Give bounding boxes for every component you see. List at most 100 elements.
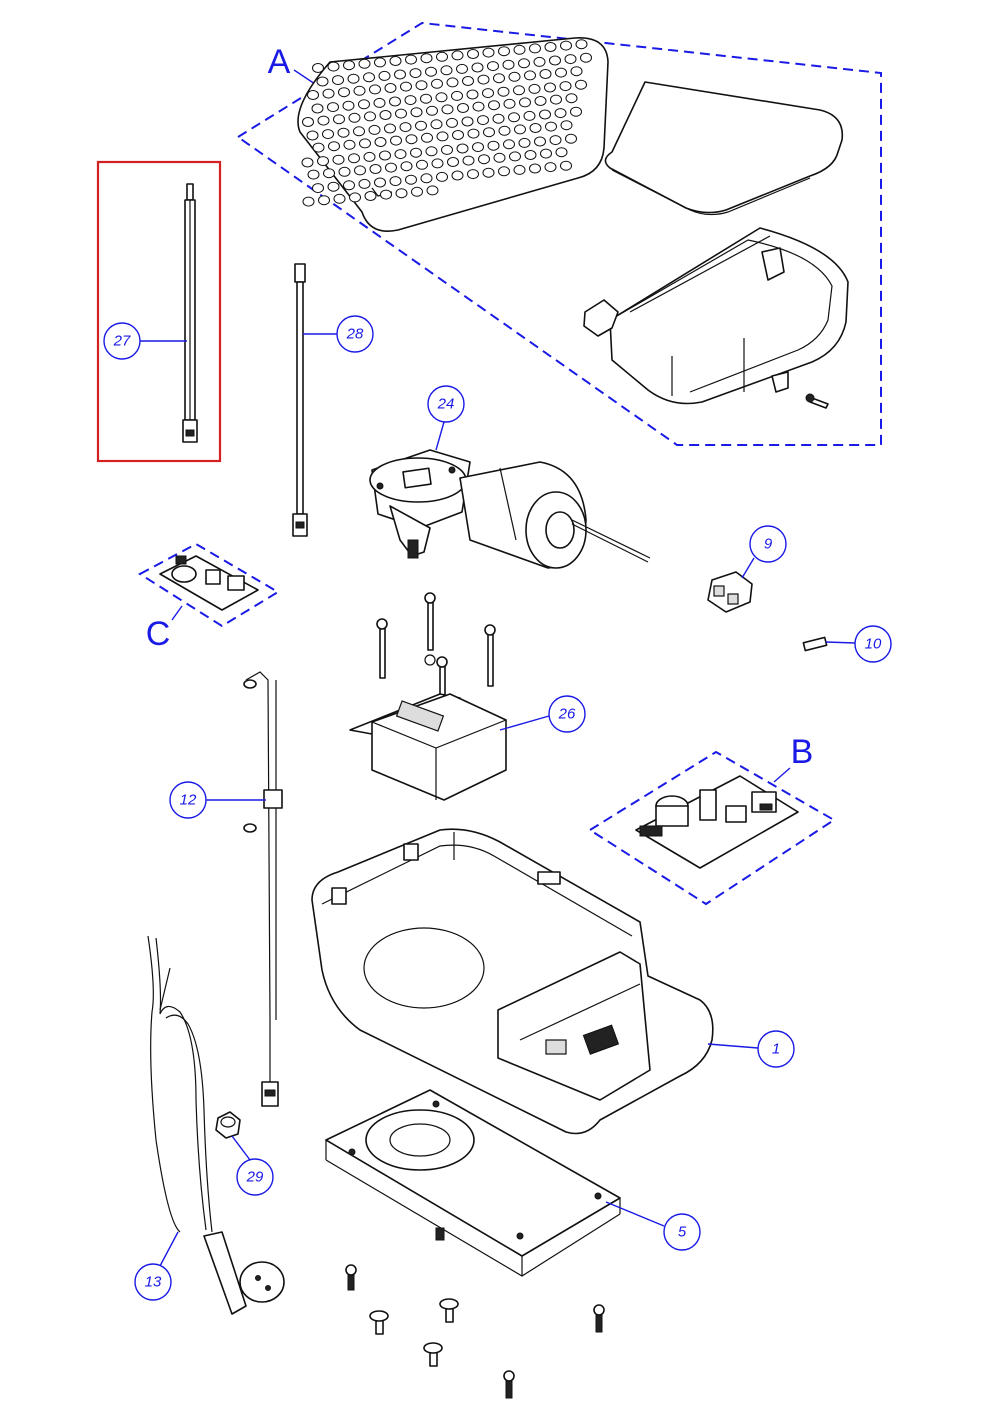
grille-hole <box>513 164 526 175</box>
grille-hole <box>560 160 572 171</box>
group-b-label: B <box>791 733 814 771</box>
callout-5-label: 5 <box>678 1224 687 1241</box>
main-housing <box>311 828 714 1135</box>
grille-hole <box>466 89 479 100</box>
grille-hole <box>519 97 531 108</box>
grille-hole <box>379 150 391 161</box>
grille-hole <box>333 193 346 204</box>
grille-hole <box>400 81 412 92</box>
grille-hole <box>374 57 386 68</box>
transformer <box>349 693 507 801</box>
grille-hole <box>549 135 562 146</box>
housing-lid <box>604 81 844 216</box>
grille-hole <box>564 54 577 65</box>
grille-hole <box>467 169 479 180</box>
grille-hole <box>363 151 376 162</box>
grille-hole <box>487 140 500 151</box>
base-plate <box>325 1089 621 1277</box>
grille-hole <box>405 134 418 145</box>
grille-hole <box>415 120 427 131</box>
grille-hole <box>544 162 557 173</box>
grille-hole <box>312 63 324 73</box>
grille-hole <box>503 98 516 109</box>
grille-hole <box>354 165 366 176</box>
grille-hole <box>394 149 407 160</box>
grille-hole <box>534 136 546 147</box>
grille-hole <box>353 126 365 137</box>
grille-hole <box>508 112 520 123</box>
grille-hole <box>364 111 376 122</box>
grille-hole <box>446 77 459 88</box>
grille-hole <box>503 139 515 150</box>
grille-hole <box>478 154 490 165</box>
grille-hole <box>539 69 552 79</box>
group-a-boundary <box>236 21 882 446</box>
grille-hole <box>395 188 408 199</box>
grille-hole <box>497 86 510 97</box>
cable-harness-28 <box>292 263 308 537</box>
grille-hole <box>378 70 391 81</box>
grille-hole <box>302 196 315 207</box>
grille-hole <box>502 59 515 70</box>
transformer-screws <box>376 592 496 715</box>
grille-hole <box>416 159 428 170</box>
grille-hole <box>312 142 325 153</box>
grille-hole <box>488 100 500 111</box>
grille-hole <box>353 85 366 96</box>
grille-hole <box>472 101 485 112</box>
grille-hole <box>498 166 510 177</box>
grille-hole <box>358 58 371 69</box>
grille-hole <box>436 51 448 62</box>
highlight-box-27 <box>96 160 222 463</box>
grille-hole <box>318 195 330 206</box>
grille-hole <box>544 42 557 52</box>
grille-hole <box>492 113 505 124</box>
grille-hole <box>415 80 428 91</box>
wire-harness-12 <box>243 671 283 1107</box>
grille-hole <box>306 130 319 141</box>
grille-hole <box>554 108 567 119</box>
grille-hole <box>498 125 511 136</box>
grille-hole <box>518 137 531 148</box>
grille-hole <box>560 120 573 131</box>
grille-hole <box>343 139 356 150</box>
grille-hole <box>343 180 355 191</box>
grille-hole <box>498 46 510 57</box>
callout-27-label: 27 <box>113 333 131 350</box>
grille-hole <box>394 69 406 80</box>
grille-hole <box>409 68 422 79</box>
callout-24-label: 24 <box>437 396 455 413</box>
grille-hole <box>575 39 588 50</box>
grille-hole <box>374 137 387 147</box>
leader-26 <box>499 715 550 731</box>
grille-hole <box>518 58 530 69</box>
grille-hole <box>404 95 417 106</box>
grille-hole <box>411 186 423 197</box>
grille-hole <box>328 141 340 152</box>
grille-hole <box>575 79 587 90</box>
grille-hole <box>395 108 407 119</box>
grille-hole <box>456 63 468 74</box>
grille-hole <box>343 60 355 71</box>
grille-hole <box>425 66 437 77</box>
grille-hole <box>472 142 484 153</box>
grille-hole <box>447 157 459 167</box>
grille-hole <box>482 47 495 58</box>
grille-hole <box>555 147 568 158</box>
grille-hole <box>560 40 572 51</box>
grille-hole <box>467 128 480 139</box>
grille-hole <box>539 109 551 120</box>
grille-hole <box>467 49 479 59</box>
grille-hole <box>462 155 475 166</box>
grille-hole <box>431 78 443 89</box>
grille-hole <box>513 44 526 55</box>
callout-13-circle <box>134 1263 172 1301</box>
grille-hole <box>529 123 542 133</box>
grille-hole <box>436 171 448 182</box>
callout-28-label: 28 <box>346 326 364 343</box>
grille-hole <box>358 99 370 110</box>
grille-hole <box>342 100 355 111</box>
leader-24 <box>435 421 445 451</box>
grille-hole <box>549 55 561 66</box>
leader-13 <box>159 1231 179 1267</box>
